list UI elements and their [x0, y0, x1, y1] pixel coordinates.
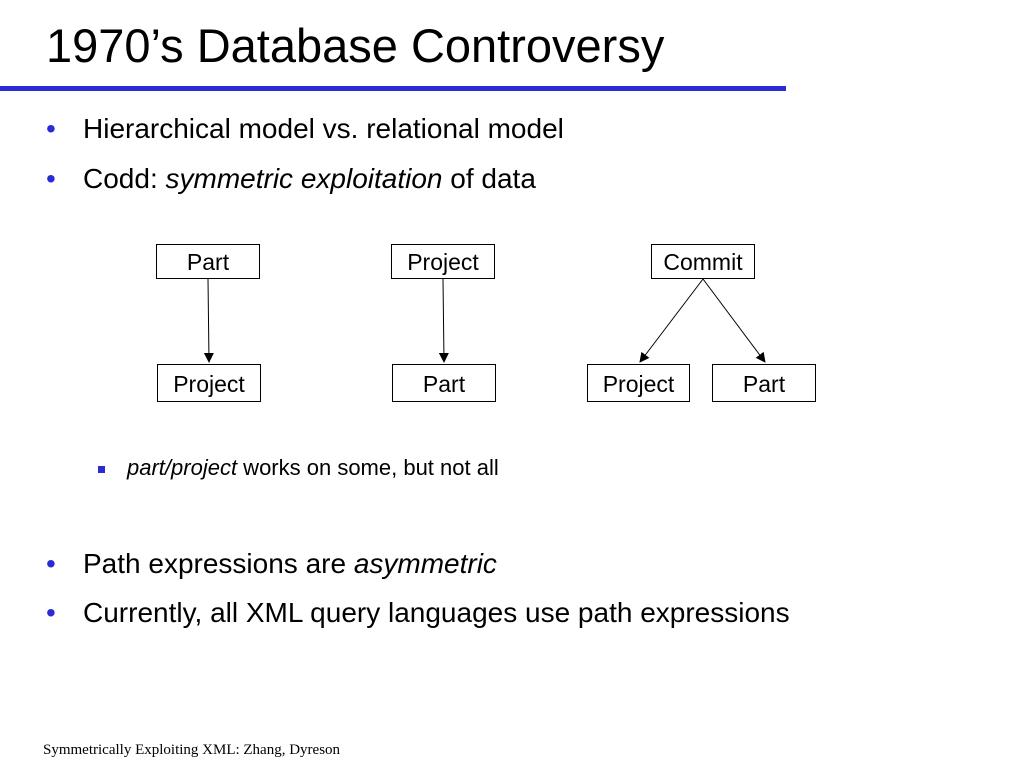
- tree-project-part: Project Part: [391, 244, 496, 402]
- node-box: [392, 364, 496, 402]
- slide-title: 1970’s Database Controversy: [46, 19, 665, 72]
- bullet-codd: • Codd: symmetric exploitation of data: [46, 162, 536, 196]
- node-box: [651, 244, 755, 279]
- tree-commit: Commit Project Part: [587, 244, 816, 402]
- node-label-root: Commit: [663, 249, 743, 275]
- bullet-dot-icon: •: [46, 597, 56, 628]
- node-box: [391, 244, 495, 279]
- node-label-root: Project: [407, 249, 479, 275]
- edge-arrow: [702, 278, 766, 363]
- bullet-text-prefix: Codd:: [83, 163, 166, 194]
- edge-arrow: [438, 278, 449, 363]
- node-box: [156, 244, 260, 279]
- sub-bullet-suffix: works on some, but not all: [237, 455, 499, 480]
- bullet-text-suffix: of data: [442, 163, 536, 194]
- title-underline: [0, 86, 786, 91]
- node-box: [157, 364, 261, 402]
- bullet-dot-icon: •: [46, 113, 56, 144]
- edge-arrow: [203, 278, 214, 363]
- sub-bullet-part-project: part/project works on some, but not all: [98, 454, 499, 482]
- edge-arrow: [639, 278, 704, 363]
- node-label-child: Part: [743, 371, 786, 397]
- bullet-text-emphasis: asymmetric: [353, 548, 497, 579]
- node-label-root: Part: [187, 249, 230, 275]
- node-box: [712, 364, 816, 402]
- bullet-xml-query-languages: • Currently, all XML query languages use…: [46, 596, 790, 630]
- bullet-hierarchical-vs-relational: • Hierarchical model vs. relational mode…: [46, 112, 564, 146]
- bullet-dot-icon: •: [46, 548, 56, 579]
- bullet-dot-icon: •: [46, 163, 56, 194]
- bullet-text: Currently, all XML query languages use p…: [83, 597, 790, 628]
- bullet-text-emphasis: symmetric exploitation: [165, 163, 443, 194]
- slide-footer: Symmetrically Exploiting XML: Zhang, Dyr…: [43, 742, 341, 758]
- node-label-child: Project: [173, 371, 245, 397]
- node-label-child: Part: [423, 371, 466, 397]
- bullet-text: Hierarchical model vs. relational model: [83, 113, 564, 144]
- node-label-child: Project: [603, 371, 675, 397]
- bullet-text-prefix: Path expressions are: [83, 548, 354, 579]
- sub-bullet-emphasis: part/project: [127, 455, 238, 480]
- square-bullet-icon: [98, 465, 105, 473]
- bullet-path-expressions: • Path expressions are asymmetric: [46, 547, 497, 581]
- tree-part-project: Part Project: [156, 244, 261, 402]
- node-box: [587, 364, 690, 402]
